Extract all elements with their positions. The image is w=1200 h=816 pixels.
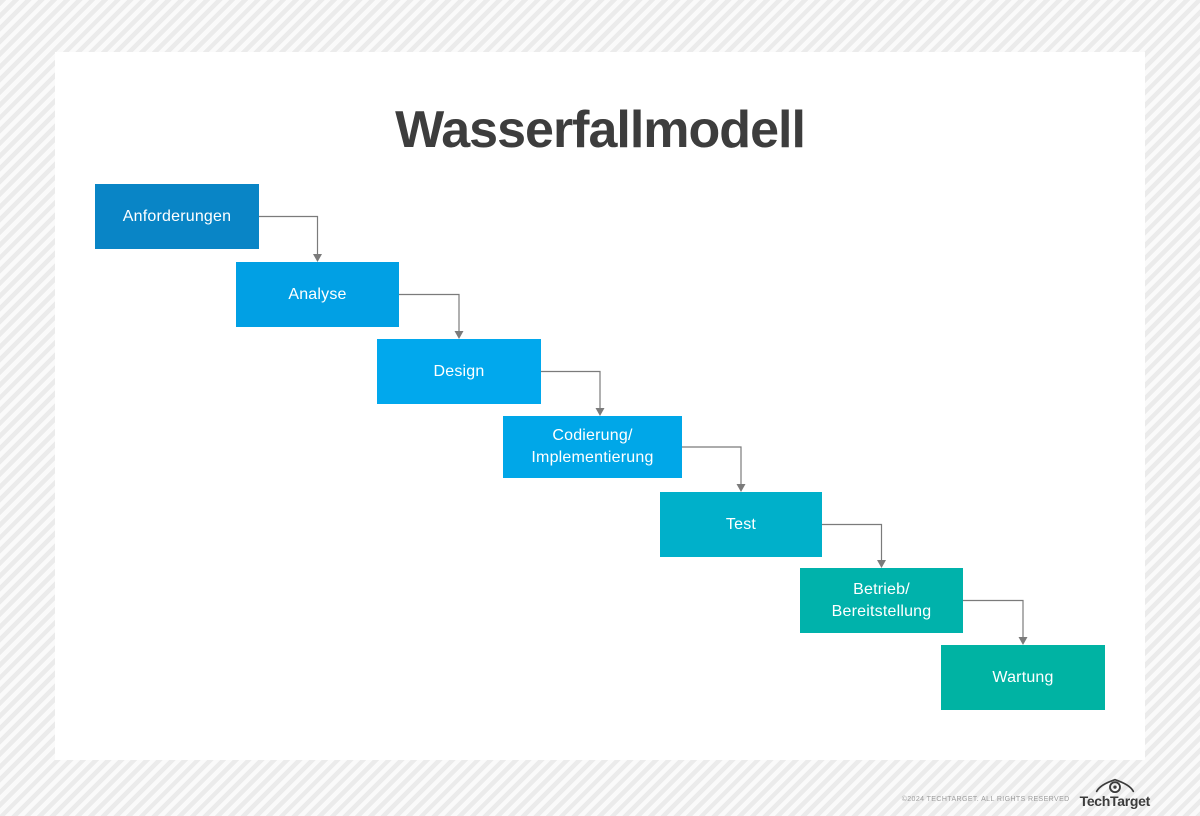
stage-box-test: Test bbox=[660, 492, 822, 557]
copyright-text: ©2024 TECHTARGET. ALL RIGHTS RESERVED bbox=[901, 796, 1070, 803]
arrowhead-1 bbox=[313, 254, 322, 262]
arrowhead-2 bbox=[454, 331, 464, 339]
arrowhead-6 bbox=[1018, 637, 1028, 645]
connector-3 bbox=[541, 370, 601, 409]
connector-6 bbox=[963, 599, 1024, 638]
arrowhead-4 bbox=[736, 484, 746, 492]
brand-name: TechTarget bbox=[1079, 793, 1151, 809]
stage-box-wartung: Wartung bbox=[941, 645, 1105, 710]
brand-logo: TechTarget bbox=[1080, 778, 1150, 808]
arrowhead-3 bbox=[595, 408, 605, 416]
connector-2 bbox=[399, 293, 460, 332]
connector-1 bbox=[259, 215, 319, 255]
stage-box-anforderungen: Anforderungen bbox=[95, 184, 259, 249]
footer: ©2024 TECHTARGET. ALL RIGHTS RESERVED Te… bbox=[902, 778, 1150, 808]
stage-box-betrieb-bereitstellung: Betrieb/ Bereitstellung bbox=[800, 568, 963, 633]
connector-4 bbox=[682, 446, 742, 485]
connector-5 bbox=[822, 523, 883, 561]
diagram-card: Wasserfallmodell Anforderungen Analyse D… bbox=[55, 52, 1145, 760]
stage-box-analyse: Analyse bbox=[236, 262, 399, 327]
stage-box-codierung-implementierung: Codierung/ Implementierung bbox=[503, 416, 682, 478]
stage-box-design: Design bbox=[377, 339, 541, 404]
arrowhead-5 bbox=[877, 560, 886, 568]
eye-target-icon bbox=[1095, 778, 1134, 793]
page-title: Wasserfallmodell bbox=[395, 101, 806, 159]
